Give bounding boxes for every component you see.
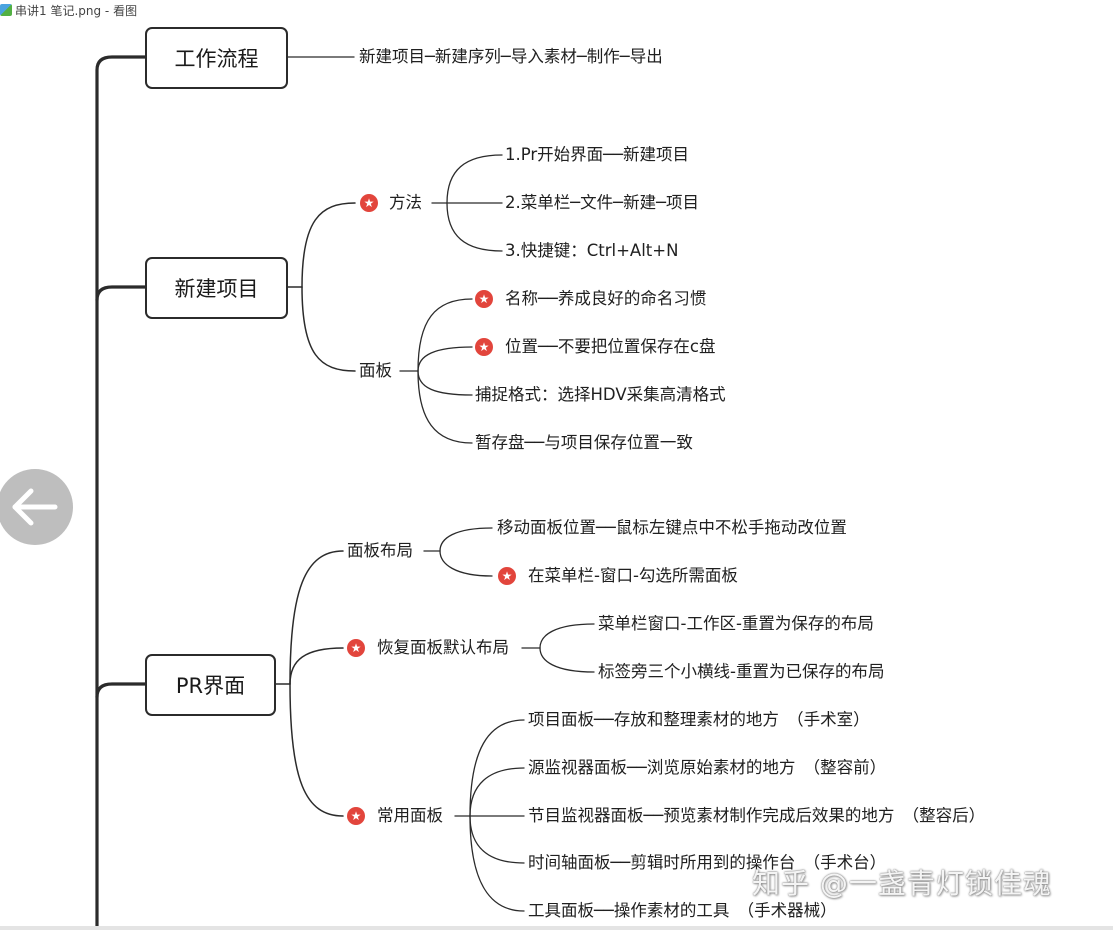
star-badge-icon: ★ [347, 807, 365, 825]
node-common: 常用面板 [377, 806, 443, 825]
image-viewer-icon [0, 4, 12, 16]
window-bottom-edge [0, 926, 1113, 930]
node-common-2: 源监视器面板──浏览原始素材的地方 （整容前） [528, 758, 887, 777]
node-method-3: 3.快捷键：Ctrl+Alt+N [505, 241, 679, 260]
node-restore-2: 标签旁三个小横线-重置为已保存的布局 [598, 662, 885, 681]
node-workflow-desc: 新建项目─新建序列─导入素材─制作─导出 [359, 47, 663, 66]
node-workflow: 工作流程 [145, 27, 288, 89]
node-common-4: 时间轴面板──剪辑时所用到的操作台 （手术台） [528, 853, 887, 872]
node-common-5: 工具面板──操作素材的工具 （手术器械） [528, 901, 837, 920]
node-new-project: 新建项目 [145, 257, 288, 319]
star-badge-icon: ★ [475, 290, 493, 308]
title-bar: 串讲1 笔记.png - 看图 [0, 0, 1113, 22]
node-restore-1: 菜单栏窗口-工作区-重置为保存的布局 [598, 614, 874, 633]
star-badge-icon: ★ [475, 338, 493, 356]
node-restore: 恢复面板默认布局 [377, 638, 509, 657]
node-common-1: 项目面板──存放和整理素材的地方 （手术室） [528, 710, 870, 729]
node-pr-ui: PR界面 [145, 654, 276, 716]
back-arrow-icon [12, 488, 58, 526]
node-layout-move: 移动面板位置──鼠标左键点中不松手拖动改位置 [497, 518, 847, 537]
node-panel-name: 名称──养成良好的命名习惯 [505, 289, 707, 308]
node-method-2: 2.菜单栏─文件─新建─项目 [505, 193, 700, 212]
node-panel-scratch: 暂存盘──与项目保存位置一致 [475, 433, 693, 452]
node-panel-capture: 捕捉格式：选择HDV采集高清格式 [475, 385, 726, 404]
window-title: 串讲1 笔记.png - 看图 [15, 4, 138, 18]
node-layout: 面板布局 [347, 541, 413, 560]
watermark: 知乎 @一盏青灯锁佳魂 [752, 867, 1052, 900]
node-panel: 面板 [359, 361, 392, 380]
star-badge-icon: ★ [498, 567, 516, 585]
node-panel-location: 位置──不要把位置保存在c盘 [505, 337, 716, 356]
node-method-1: 1.Pr开始界面──新建项目 [505, 145, 690, 164]
node-common-3: 节目监视器面板──预览素材制作完成后效果的地方 （整容后） [528, 806, 986, 825]
star-badge-icon: ★ [347, 639, 365, 657]
node-method: 方法 [389, 193, 422, 212]
node-layout-menu: 在菜单栏-窗口-勾选所需面板 [528, 566, 738, 585]
back-button[interactable] [0, 469, 73, 545]
star-badge-icon: ★ [360, 194, 378, 212]
